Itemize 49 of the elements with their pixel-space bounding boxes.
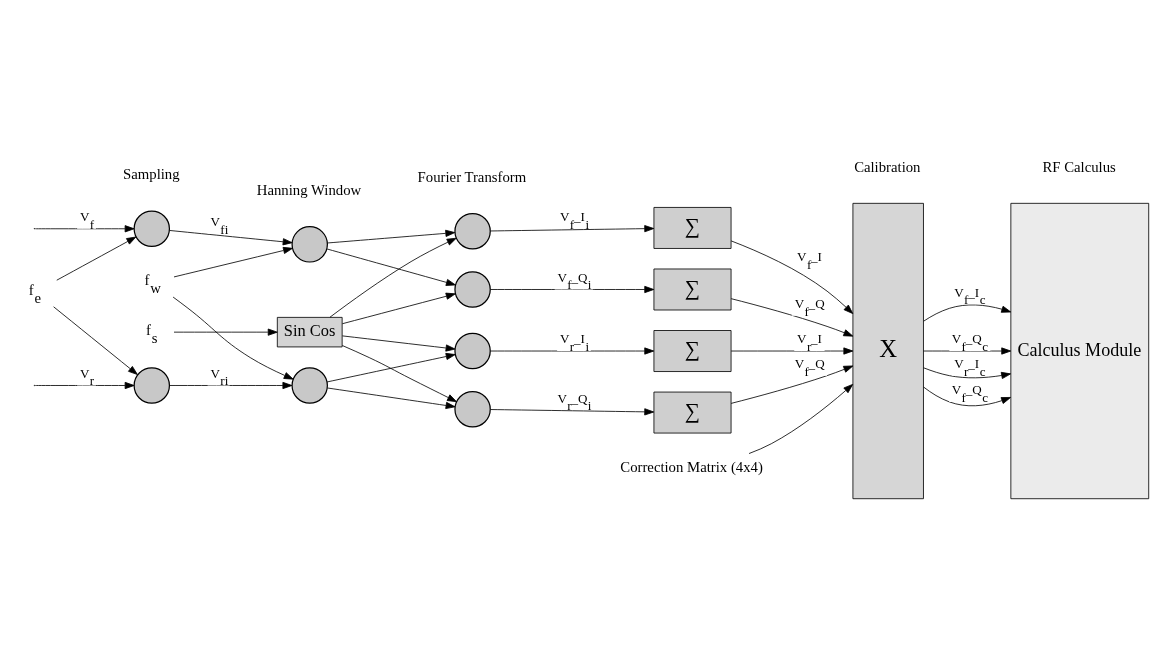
arrow — [342, 335, 456, 352]
arrow — [173, 328, 278, 336]
label: Calibration — [854, 158, 921, 175]
arrow — [34, 225, 135, 233]
node-circle — [454, 391, 491, 428]
arrow — [490, 285, 655, 294]
node-circle — [133, 367, 171, 404]
node-circle — [291, 226, 328, 263]
arrow — [490, 408, 655, 416]
arrow — [173, 246, 293, 278]
node-box: ∑ — [653, 391, 732, 434]
node-box: ∑ — [653, 330, 732, 372]
node-circle — [454, 212, 491, 250]
arrow — [327, 387, 456, 410]
node-circle — [454, 332, 491, 370]
node-circle — [133, 210, 171, 248]
label: Fourier Transform — [417, 168, 527, 185]
arrow — [34, 381, 135, 390]
arrow — [748, 383, 854, 454]
arrow — [326, 248, 456, 286]
node-circle — [454, 271, 491, 308]
arrow — [326, 352, 456, 383]
label: RF Calculus — [1042, 158, 1116, 175]
arrow — [172, 296, 294, 380]
arrow — [730, 347, 854, 355]
arrow — [923, 386, 1011, 407]
label: Hanning Window — [256, 181, 362, 198]
arrow — [327, 229, 456, 244]
arrow — [730, 365, 854, 404]
node-circle — [291, 367, 328, 404]
arrow — [490, 347, 655, 355]
node-box: Calculus Module — [1010, 202, 1150, 500]
node-box: ∑ — [653, 268, 732, 311]
arrow — [342, 292, 456, 325]
label: Sampling — [123, 166, 180, 183]
node-box: Sin Cos — [276, 316, 343, 348]
arrow — [169, 230, 293, 246]
arrow — [341, 345, 457, 403]
arrow — [923, 367, 1012, 379]
node-text: Correction Matrix (4x4) — [620, 458, 763, 475]
node-box: X — [852, 202, 924, 500]
arrow — [923, 304, 1012, 322]
node-box: ∑ — [653, 207, 732, 249]
arrow — [169, 381, 293, 390]
arrow — [53, 306, 138, 375]
arrow — [56, 236, 137, 281]
arrow — [329, 237, 457, 318]
arrow — [490, 225, 655, 233]
arrow — [923, 347, 1012, 355]
